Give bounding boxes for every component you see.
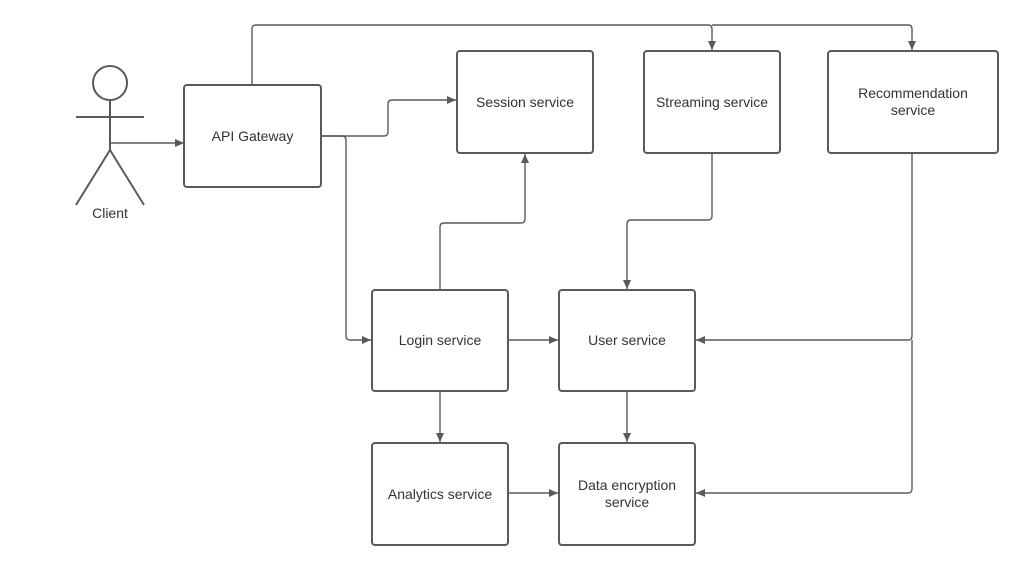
edge-recommendation-encryption	[696, 340, 913, 497]
client-actor-icon	[75, 65, 145, 206]
login-service-node[interactable]: Login service	[371, 289, 509, 392]
streaming-service-node[interactable]: Streaming service	[643, 50, 781, 154]
edge-streaming-user	[623, 153, 713, 289]
edge-api-gateway-login	[321, 135, 371, 344]
analytics-service-label: Analytics service	[387, 485, 493, 502]
recommendation-service-node[interactable]: Recommendation service	[827, 50, 999, 154]
data-encryption-service-node[interactable]: Data encryption service	[558, 442, 696, 546]
session-service-label: Session service	[475, 93, 575, 110]
user-service-label: User service	[588, 332, 666, 348]
data-encryption-service-label: Data encryption service	[577, 477, 677, 510]
api-gateway-node[interactable]: API Gateway	[183, 84, 322, 188]
recommendation-service-label: Recommendation service	[858, 85, 968, 118]
edge-api-gateway-recommendation	[712, 24, 916, 50]
user-service-node[interactable]: User service	[558, 289, 696, 392]
edge-login-session	[439, 154, 529, 289]
streaming-service-label: Streaming service	[655, 93, 769, 110]
analytics-service-node[interactable]: Analytics service	[371, 442, 509, 546]
session-service-node[interactable]: Session service	[456, 50, 594, 154]
edge-api-gateway-streaming	[251, 24, 716, 85]
edge-api-gateway-session	[321, 96, 456, 137]
edge-recommendation-user	[696, 153, 913, 344]
api-gateway-label: API Gateway	[211, 127, 294, 144]
client-label: Client	[92, 205, 128, 221]
login-service-label: Login service	[398, 332, 482, 348]
